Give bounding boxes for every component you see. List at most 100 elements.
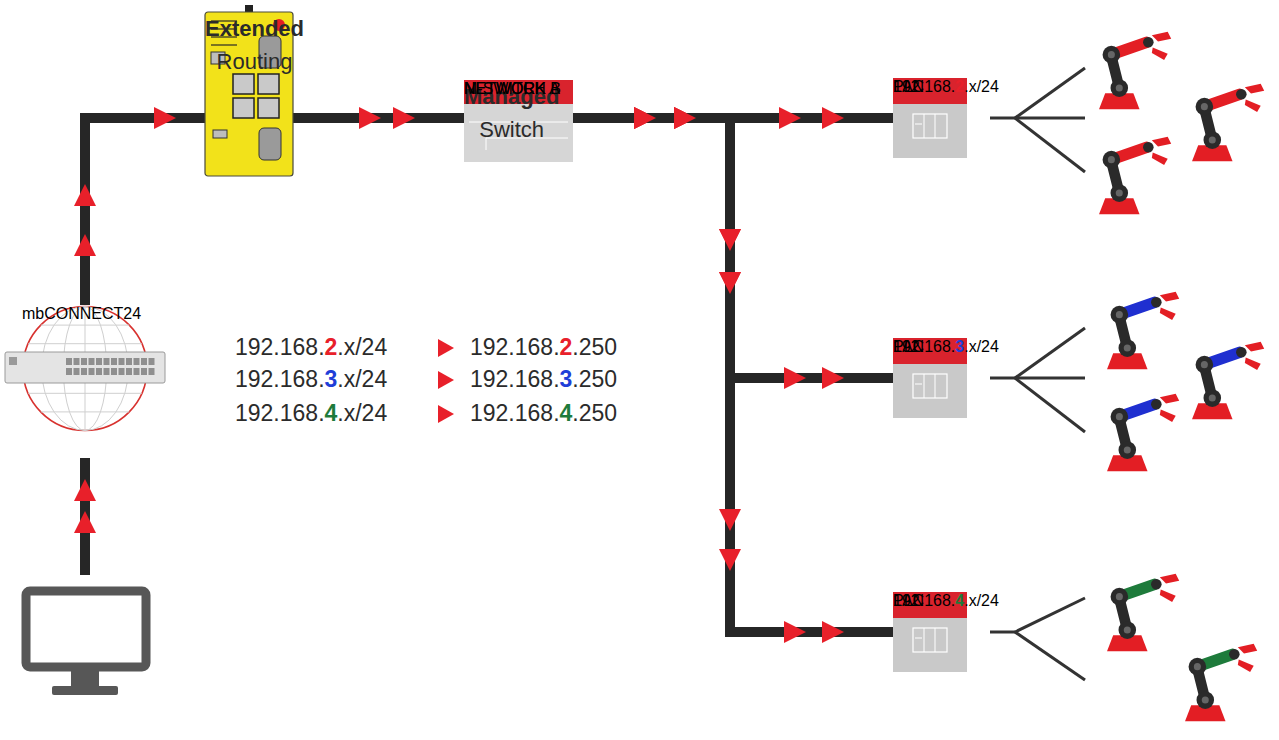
computer-monitor-part (71, 671, 99, 688)
plc-outline-part (915, 124, 922, 125)
arrow-head (154, 107, 176, 129)
arrow-head (74, 234, 96, 256)
computer-monitor (26, 591, 146, 695)
globe-outline-part (9, 357, 17, 365)
route-arrow-part (438, 371, 454, 389)
globe-outline-part (41, 411, 130, 412)
plc-box: PLCLAN192.168.4.x/24 (893, 592, 967, 672)
plc-outline-part (913, 114, 947, 138)
uplink-wire-part (74, 479, 96, 501)
robot-wire-part (1015, 328, 1085, 378)
robot-wire-part (1015, 598, 1085, 632)
computer-monitor-part (52, 686, 118, 695)
plc-outline-part (924, 114, 925, 138)
route-entry: 192.168.3.x/24 (235, 366, 387, 394)
device-outline-part (213, 130, 227, 138)
arrow-head (822, 621, 844, 643)
globe-outline-part (89, 358, 95, 365)
robot-symbol (1107, 292, 1179, 369)
text-slot: 192.168.4.x/24 (893, 592, 999, 610)
robot-wire-part (1015, 378, 1085, 432)
arrow-head (634, 107, 656, 129)
label-slot: 192.168.4.x/24 (235, 400, 387, 428)
globe-outline-part (66, 368, 72, 375)
arrow-head (784, 621, 806, 643)
arrow-head (822, 107, 844, 129)
address-part: .250 (572, 366, 617, 392)
address-part: 3 (560, 366, 573, 392)
arrow-head (779, 107, 801, 129)
robot-wire-part (1015, 117, 1085, 120)
robot-wire-part (1015, 68, 1085, 118)
robot-symbol (1192, 342, 1264, 419)
managed-switch: Managed SwitchM-SWITCHNETWORK ANETWORK B (464, 80, 573, 162)
route-arrow-part (438, 339, 454, 357)
device-outline-part (258, 98, 279, 118)
device-outline-part (233, 74, 254, 94)
plc-outline-part (915, 384, 922, 385)
label-slot: 192.168.3.250 (470, 366, 617, 394)
globe-outline-part (119, 368, 125, 375)
globe-outline-part (74, 368, 80, 375)
address-part: 4 (955, 592, 964, 609)
address-part: 192.168. (893, 592, 955, 609)
router-device: Extended Routing (205, 12, 293, 176)
globe-outline-part (96, 368, 102, 375)
globe-outline (22, 305, 148, 432)
subnet-label: 192.168.3.x/24 (893, 338, 999, 356)
arrow-head (719, 229, 741, 251)
route-entry: 192.168.2.250 (470, 334, 617, 362)
plc-box: PLCLAN192.168.2.x/24 (893, 78, 967, 158)
gateway-node: mbCONNECT24 (22, 305, 148, 432)
robot-symbol (1099, 32, 1171, 109)
device-outline-part (259, 128, 281, 160)
text-slot: 192.168.2.x/24 (893, 78, 999, 96)
route-arrow-part (438, 405, 454, 423)
route-entry: 192.168.4.250 (470, 400, 617, 428)
plc-outline-part (935, 628, 936, 652)
subnet-label: 192.168.2.x/24 (893, 78, 999, 96)
plc-outline-part (915, 638, 922, 639)
plc-outline-part (924, 628, 925, 652)
robot-wire-part (1015, 118, 1085, 172)
label-slot: 192.168.3.x/24 (235, 366, 387, 394)
globe-outline-part (134, 358, 140, 365)
globe-outline-part (149, 368, 155, 375)
robot-wire (990, 68, 1085, 680)
globe-outline-part (141, 358, 147, 365)
address-part: 192.168. (470, 334, 560, 360)
switch-outline-part (464, 80, 573, 162)
link-connector (293, 107, 464, 129)
globe-outline-part (111, 368, 117, 375)
globe-outline-part (126, 368, 132, 375)
globe-outline-part (141, 368, 147, 375)
arrow-head (719, 549, 741, 571)
globe-outline-part (96, 358, 102, 365)
globe-outline-part (111, 358, 117, 365)
label-slot: 192.168.2.250 (470, 334, 617, 362)
address-part: 192.168. (893, 338, 955, 355)
robot-symbol (1192, 84, 1264, 161)
arrow-head (822, 367, 844, 389)
address-part: .250 (572, 334, 617, 360)
arrow-head (674, 107, 696, 129)
label-slot: 192.168.4.250 (470, 400, 617, 428)
address-part: 192.168. (470, 366, 560, 392)
route-entry: 192.168.4.x/24 (235, 400, 387, 428)
subnet-label: 192.168.4.x/24 (893, 592, 999, 610)
link-line (85, 118, 205, 305)
globe-outline-part (28, 393, 142, 394)
globe-outline-part (81, 358, 87, 365)
route-entry: 192.168.2.x/24 (235, 334, 387, 362)
route-entry: 192.168.3.250 (470, 366, 617, 394)
address-part: 192.168. (893, 78, 955, 95)
arrow-head (674, 107, 696, 129)
globe-outline-part (41, 325, 130, 326)
address-part: .x/24 (964, 338, 999, 355)
address-part: 2 (955, 78, 964, 95)
globe-outline-part (74, 358, 80, 365)
plc-outline-part (935, 374, 936, 398)
address-part: 2 (560, 334, 573, 360)
address-part: 2 (325, 334, 338, 360)
robot-symbol (1185, 644, 1257, 721)
